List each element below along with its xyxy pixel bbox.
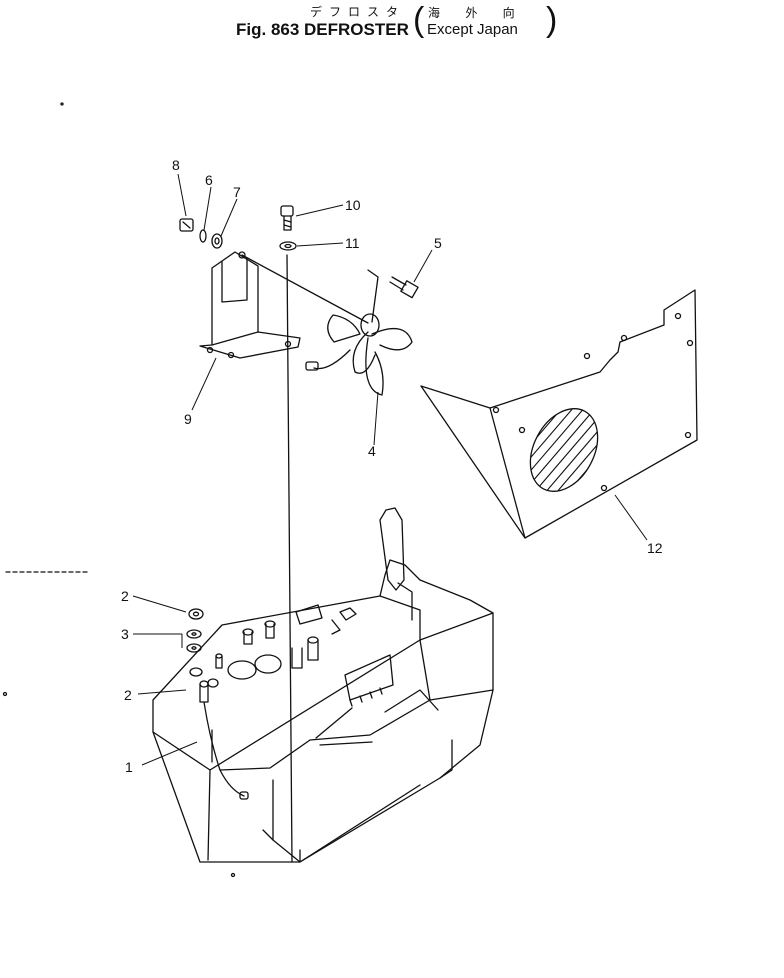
callout-1: 1 (125, 759, 133, 775)
part-8-nut (179, 218, 194, 232)
callout-6: 6 (205, 172, 213, 188)
part-3-washers (186, 629, 202, 653)
part-4-fan (305, 269, 413, 396)
callout-12: 12 (647, 540, 663, 556)
part-7-washer (211, 233, 223, 249)
part-2-nut (188, 608, 204, 620)
speck (2, 691, 8, 697)
callout-8: 8 (172, 157, 180, 173)
control-console (152, 507, 494, 863)
part-11-washer (279, 241, 297, 251)
part-2-nut-lower (189, 667, 203, 677)
callout-3: 3 (121, 626, 129, 642)
callout-10: 10 (345, 197, 361, 213)
callout-7: 7 (233, 184, 241, 200)
figure-title: Fig. 863 DEFROSTER (236, 20, 409, 39)
part-10-bolt (280, 205, 294, 231)
region-note-en: Except Japan (427, 21, 518, 38)
callout-9: 9 (184, 411, 192, 427)
speck (60, 102, 64, 106)
title-kana: デフロスタ (310, 5, 406, 19)
callout-leaders (132, 173, 648, 766)
callout-4: 4 (368, 443, 376, 459)
callout-2: 2 (121, 588, 129, 604)
part-5-bolt (389, 276, 419, 299)
region-note-ja: 海 外 向 (428, 6, 515, 20)
bracket-open: ( (413, 1, 425, 39)
bracket-close: ) (546, 1, 558, 39)
vertical-rod (286, 254, 293, 863)
speck (230, 872, 236, 878)
callout-5: 5 (434, 235, 442, 251)
callout-2: 2 (124, 687, 132, 703)
part-9-bracket (199, 251, 369, 359)
part-6-lock-washer (199, 229, 207, 243)
figure-header: Fig. 863 DEFROSTER デフロスタ ( 海 外 向 Except … (0, 0, 784, 46)
part-12-cover (420, 289, 698, 539)
callout-labels: 1 2 2 3 4 5 6 7 8 9 10 11 12 (121, 157, 663, 775)
callout-11: 11 (345, 235, 360, 251)
